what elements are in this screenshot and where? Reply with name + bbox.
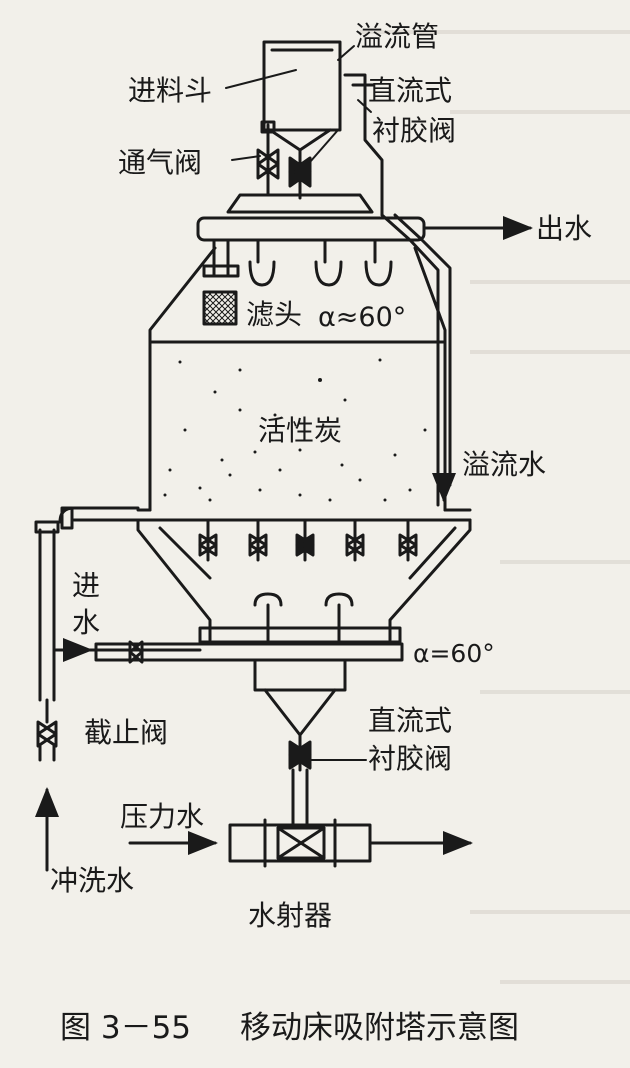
- label-flush-water: 冲洗水: [50, 864, 134, 897]
- label-rubber-valve-2: 衬胶阀: [368, 742, 452, 775]
- tower-body: [136, 246, 472, 512]
- tower-top-cap: [226, 193, 374, 214]
- label-activated-carbon: 活性炭: [258, 414, 342, 447]
- carbon-particles: [163, 358, 427, 502]
- ejector-down-pipe: [291, 768, 309, 830]
- figure-number: 图 3－55: [60, 1010, 191, 1046]
- label-rubber-valve: 衬胶阀: [372, 114, 456, 147]
- feed-hopper: [262, 40, 342, 152]
- filter-head-1: [248, 238, 276, 287]
- label-vent-valve: 通气阀: [118, 146, 202, 179]
- bottom-hopper: [253, 660, 347, 737]
- mesh-screen: [202, 290, 238, 326]
- overflow-water-pipe: [380, 213, 456, 507]
- bottom-straight-flow-rubber-valve: [288, 733, 312, 772]
- bleed-through-text: [360, 30, 630, 984]
- filter-head-3: [364, 238, 393, 287]
- leader-lines: [225, 45, 372, 761]
- stop-valve: [36, 698, 58, 762]
- inlet-pipe: [34, 506, 202, 702]
- water-ejector: [228, 818, 372, 868]
- label-straight-flow: 直流式: [368, 74, 452, 107]
- inlet-manifold-valve: [94, 640, 404, 664]
- top-straight-flow-rubber-valve: [288, 148, 312, 200]
- label-overflow-pipe: 溢流管: [355, 20, 439, 53]
- label-angle-top: α≈60°: [318, 302, 406, 333]
- label-straight-flow-2: 直流式: [368, 704, 452, 737]
- label-water-in-1: 进: [72, 569, 100, 602]
- label-angle-bottom: α=60°: [413, 639, 495, 668]
- label-overflow-water: 溢流水: [462, 448, 546, 481]
- filter-head-2: [314, 238, 343, 287]
- label-water-out: 出水: [536, 212, 592, 245]
- figure-title: 移动床吸附塔示意图: [240, 1010, 519, 1046]
- label-water-in-2: 水: [72, 606, 100, 639]
- lower-filter-heads: [198, 592, 402, 644]
- nozzle-valves: [198, 518, 418, 562]
- label-ejector: 水射器: [248, 899, 332, 932]
- label-stop-valve: 截止阀: [84, 716, 168, 749]
- vent-valve: [256, 120, 280, 197]
- label-feed-hopper: 进料斗: [128, 74, 212, 107]
- label-pressure-water: 压力水: [120, 800, 204, 833]
- overflow-pipe: [343, 73, 384, 217]
- label-filter-head: 滤头: [246, 298, 302, 331]
